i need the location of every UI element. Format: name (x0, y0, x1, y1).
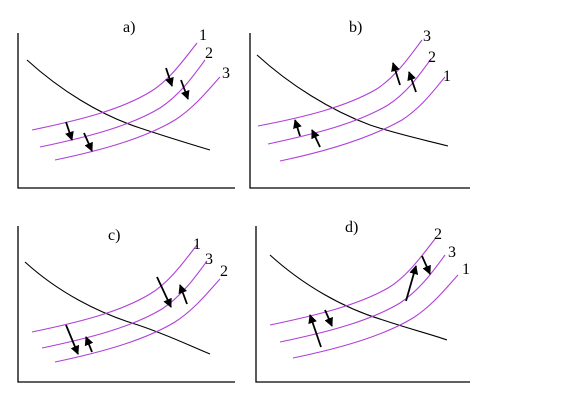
panel-c-arrow-2 (84, 336, 94, 353)
panel-d-arrow-1 (308, 314, 322, 348)
panel-d-axes (255, 226, 470, 383)
panel-c: c) 1 3 2 (17, 226, 235, 383)
panel-d-curve-label-3: 3 (448, 244, 456, 261)
panel-a-curve-2 (39, 59, 206, 148)
panel-c-curve-1 (31, 244, 198, 333)
panel-b-axes (249, 33, 470, 189)
panel-b-arrow-1 (293, 119, 302, 137)
panel-d-arrow-2 (324, 309, 333, 327)
panel-c-arrow-3 (156, 276, 172, 308)
panel-c-axes (17, 226, 235, 383)
panel-d-arrow-3 (405, 265, 419, 302)
panel-d-downward-curve (269, 254, 448, 341)
panel-b-arrow-4 (407, 71, 417, 93)
panel-b-curve-2 (267, 58, 432, 145)
panel-b-title: b) (349, 19, 362, 36)
panel-a-arrow-1 (65, 121, 74, 141)
panel-c-curve-label-3: 3 (205, 251, 213, 268)
panel-a-title: a) (123, 19, 135, 36)
panel-d-curve-3 (279, 254, 446, 343)
panel-d: d) 2 3 1 (255, 219, 470, 383)
panel-a: a) 1 2 3 (17, 19, 235, 189)
panel-b-curve-1 (279, 76, 446, 162)
panel-d-curve-2 (269, 238, 436, 326)
panel-a-axes (17, 33, 235, 189)
panel-a-curve-label-1: 1 (199, 27, 207, 44)
panel-a-curve-3 (54, 76, 221, 161)
panel-b-curve-label-2: 2 (428, 49, 436, 66)
panel-a-downward-curve (26, 59, 211, 151)
panel-d-curve-label-2: 2 (434, 226, 442, 243)
panel-c-curve-label-2: 2 (220, 263, 228, 280)
panel-a-curve-1 (31, 42, 198, 131)
panel-c-curve-3 (41, 260, 208, 349)
panel-c-curve-2 (54, 278, 221, 363)
panel-b-curve-label-3: 3 (423, 28, 431, 45)
panel-c-arrow-4 (178, 284, 188, 305)
panel-b-downward-curve (256, 54, 449, 147)
panel-c-title: c) (108, 227, 120, 244)
panel-d-curve-1 (292, 274, 459, 359)
panel-b-arrow-2 (311, 129, 321, 148)
panel-b: b) 3 2 1 (249, 19, 470, 189)
panel-b-curve-label-1: 1 (443, 68, 451, 85)
panel-b-curve-3 (257, 39, 423, 127)
panel-b-arrow-3 (391, 62, 401, 86)
panel-a-arrow-2 (83, 132, 93, 152)
panel-c-arrow-1 (65, 324, 80, 355)
panel-a-curve-label-2: 2 (205, 45, 213, 62)
panel-a-curve-label-3: 3 (222, 65, 230, 82)
panel-c-downward-curve (24, 261, 211, 355)
panel-a-arrow-4 (180, 79, 190, 100)
panel-a-arrow-3 (165, 67, 174, 87)
panel-d-title: d) (345, 219, 358, 236)
panel-d-arrow-4 (421, 255, 431, 275)
panel-d-curve-label-1: 1 (462, 261, 470, 278)
panel-c-curve-label-1: 1 (193, 236, 201, 253)
